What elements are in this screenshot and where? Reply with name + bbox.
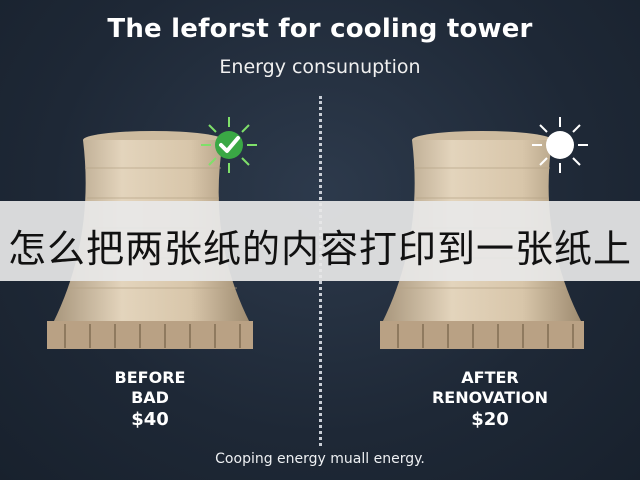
page-subtitle: Energy consunuption [219, 56, 421, 78]
after-caption: AFTER RENOVATION $20 [410, 368, 570, 432]
overlay-text: 怎么把两张纸的内容打印到一张纸上 [7, 227, 632, 271]
before-sublabel: BAD [131, 388, 169, 407]
before-caption: BEFORE BAD $40 [90, 368, 210, 432]
page-title: The leforst for cooling tower [107, 14, 533, 44]
overlay-banner: 怎么把两张纸的内容打印到一张纸上 [0, 201, 640, 281]
after-sublabel: RENOVATION [431, 388, 549, 407]
white-sun-icon [528, 115, 592, 179]
after-price: $20 [471, 409, 509, 430]
green-check-icon [197, 115, 261, 179]
footer-text: Cooping energy muall energy. [215, 451, 425, 467]
before-label: BEFORE [114, 368, 186, 387]
after-label: AFTER [461, 368, 519, 387]
before-price: $40 [131, 409, 169, 430]
